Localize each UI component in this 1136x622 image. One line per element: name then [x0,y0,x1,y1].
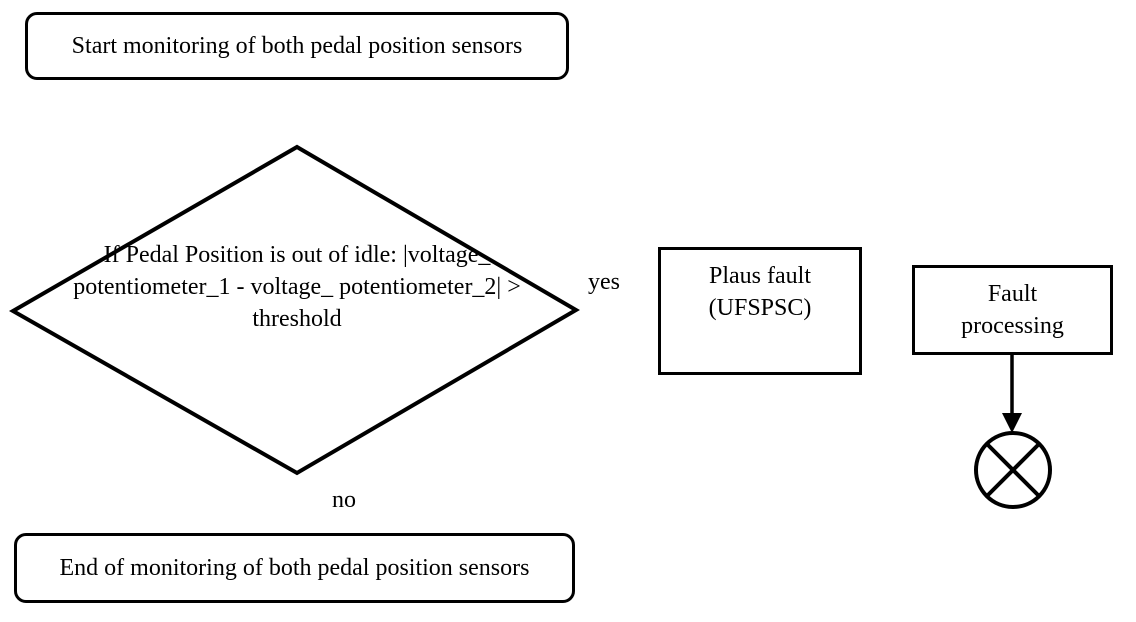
plaus-fault-line-1: Plaus fault [709,263,811,289]
yes-branch-label: yes [588,269,620,295]
fault-processing-line-1: Fault [987,281,1038,307]
plaus-fault-line-2: (UFSPSC) [708,295,812,321]
plaus-fault-node: Plaus fault (UFSPSC) [658,247,862,375]
decision-line-3: potentiometer_1 - voltage_ [73,274,334,300]
decision-node-text: If Pedal Position is out of idle: |volta… [47,239,547,335]
decision-line-4: potentiometer_2| > threshold [252,274,521,332]
fault-arrow-head-icon [1002,413,1022,433]
end-node: End of monitoring of both pedal position… [14,533,575,603]
decision-line-1: If Pedal Position is out of [103,242,349,268]
plaus-fault-node-label: Plaus fault (UFSPSC) [709,260,812,324]
decision-diamond-shape [8,144,580,476]
fault-processing-node-label: Fault processing [961,278,1064,342]
fault-processing-line-2: processing [961,313,1064,339]
end-node-label: End of monitoring of both pedal position… [59,555,530,581]
start-node: Start monitoring of both pedal position … [25,12,569,80]
fault-processing-node: Fault processing [912,265,1113,355]
no-branch-label: no [332,487,356,513]
fault-indicator-cross-line-2 [985,442,1041,498]
start-node-label: Start monitoring of both pedal position … [71,33,523,59]
decision-line-2: idle: |voltage_ [354,242,491,268]
